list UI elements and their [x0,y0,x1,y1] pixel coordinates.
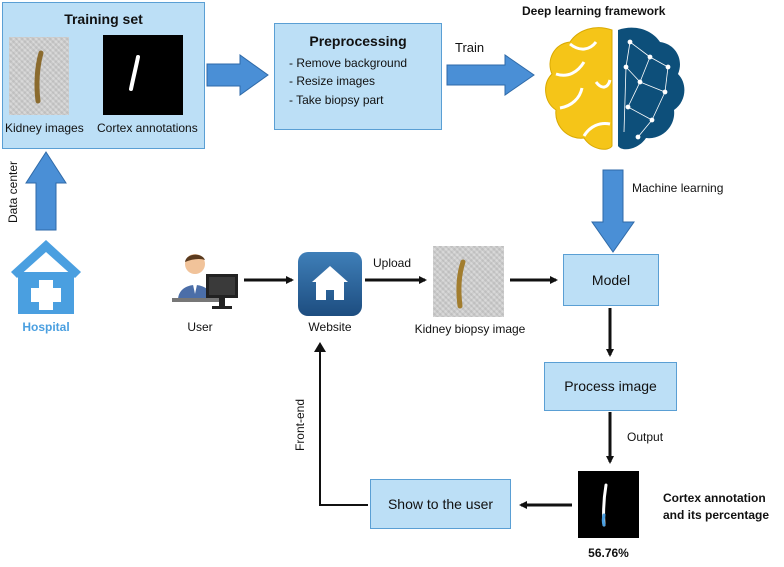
model-box: Model [563,254,659,306]
arrow-show-to-website [319,352,368,506]
model-label: Model [591,272,631,288]
preprocessing-step-2: - Resize images [289,74,376,88]
kidney-biopsy-image [433,246,504,317]
block-arrow-machine-learning [591,169,635,253]
show-to-user-box: Show to the user [370,479,511,529]
output-label: Output [627,430,664,444]
cortex-output-mask [601,483,608,527]
user-at-computer-icon [172,254,238,309]
cortex-mask-shape [129,55,140,91]
cortex-annotation-line2: and its percentage [663,508,770,522]
kidney-image-thumb [9,37,69,115]
training-set-title: Training set [64,11,143,27]
training-set-box: Training set Kidney images Cortex annota… [2,2,205,149]
hospital-icon [11,240,81,314]
cortex-annotations-label: Cortex annotations [97,121,198,135]
user-label: User [187,320,213,334]
preprocessing-step-3: - Take biopsy part [289,93,384,107]
preprocessing-box: Preprocessing - Remove background - Resi… [274,23,442,130]
website-label: Website [308,320,352,334]
kidney-sample-shape [34,50,44,104]
block-arrow-to-framework [446,54,535,96]
show-to-user-label: Show to the user [387,496,494,512]
biopsy-sample-shape [456,259,466,309]
home-icon [312,266,348,300]
preprocessing-title: Preprocessing [309,33,407,49]
kidney-images-label: Kidney images [5,121,84,135]
cortex-output-image [578,471,639,538]
machine-learning-label: Machine learning [632,181,724,195]
upload-label: Upload [373,256,412,270]
data-center-label: Data center [6,160,20,224]
preprocessing-step-1: - Remove background [289,56,408,70]
cortex-annotation-thumb [103,35,183,115]
kidney-biopsy-label: Kidney biopsy image [414,322,526,336]
front-end-label: Front-end [293,398,307,452]
process-image-box: Process image [544,362,677,411]
website-icon[interactable] [298,252,362,316]
train-label: Train [455,40,485,55]
framework-title: Deep learning framework [522,4,666,18]
process-image-label: Process image [564,378,657,394]
hospital-label: Hospital [22,320,70,334]
block-arrow-data-center [25,151,67,231]
block-arrow-to-preprocessing [206,54,269,96]
brain-icon [545,27,685,150]
cortex-percentage: 56.76% [588,546,629,560]
cortex-annotation-line1: Cortex annotation [663,491,766,505]
